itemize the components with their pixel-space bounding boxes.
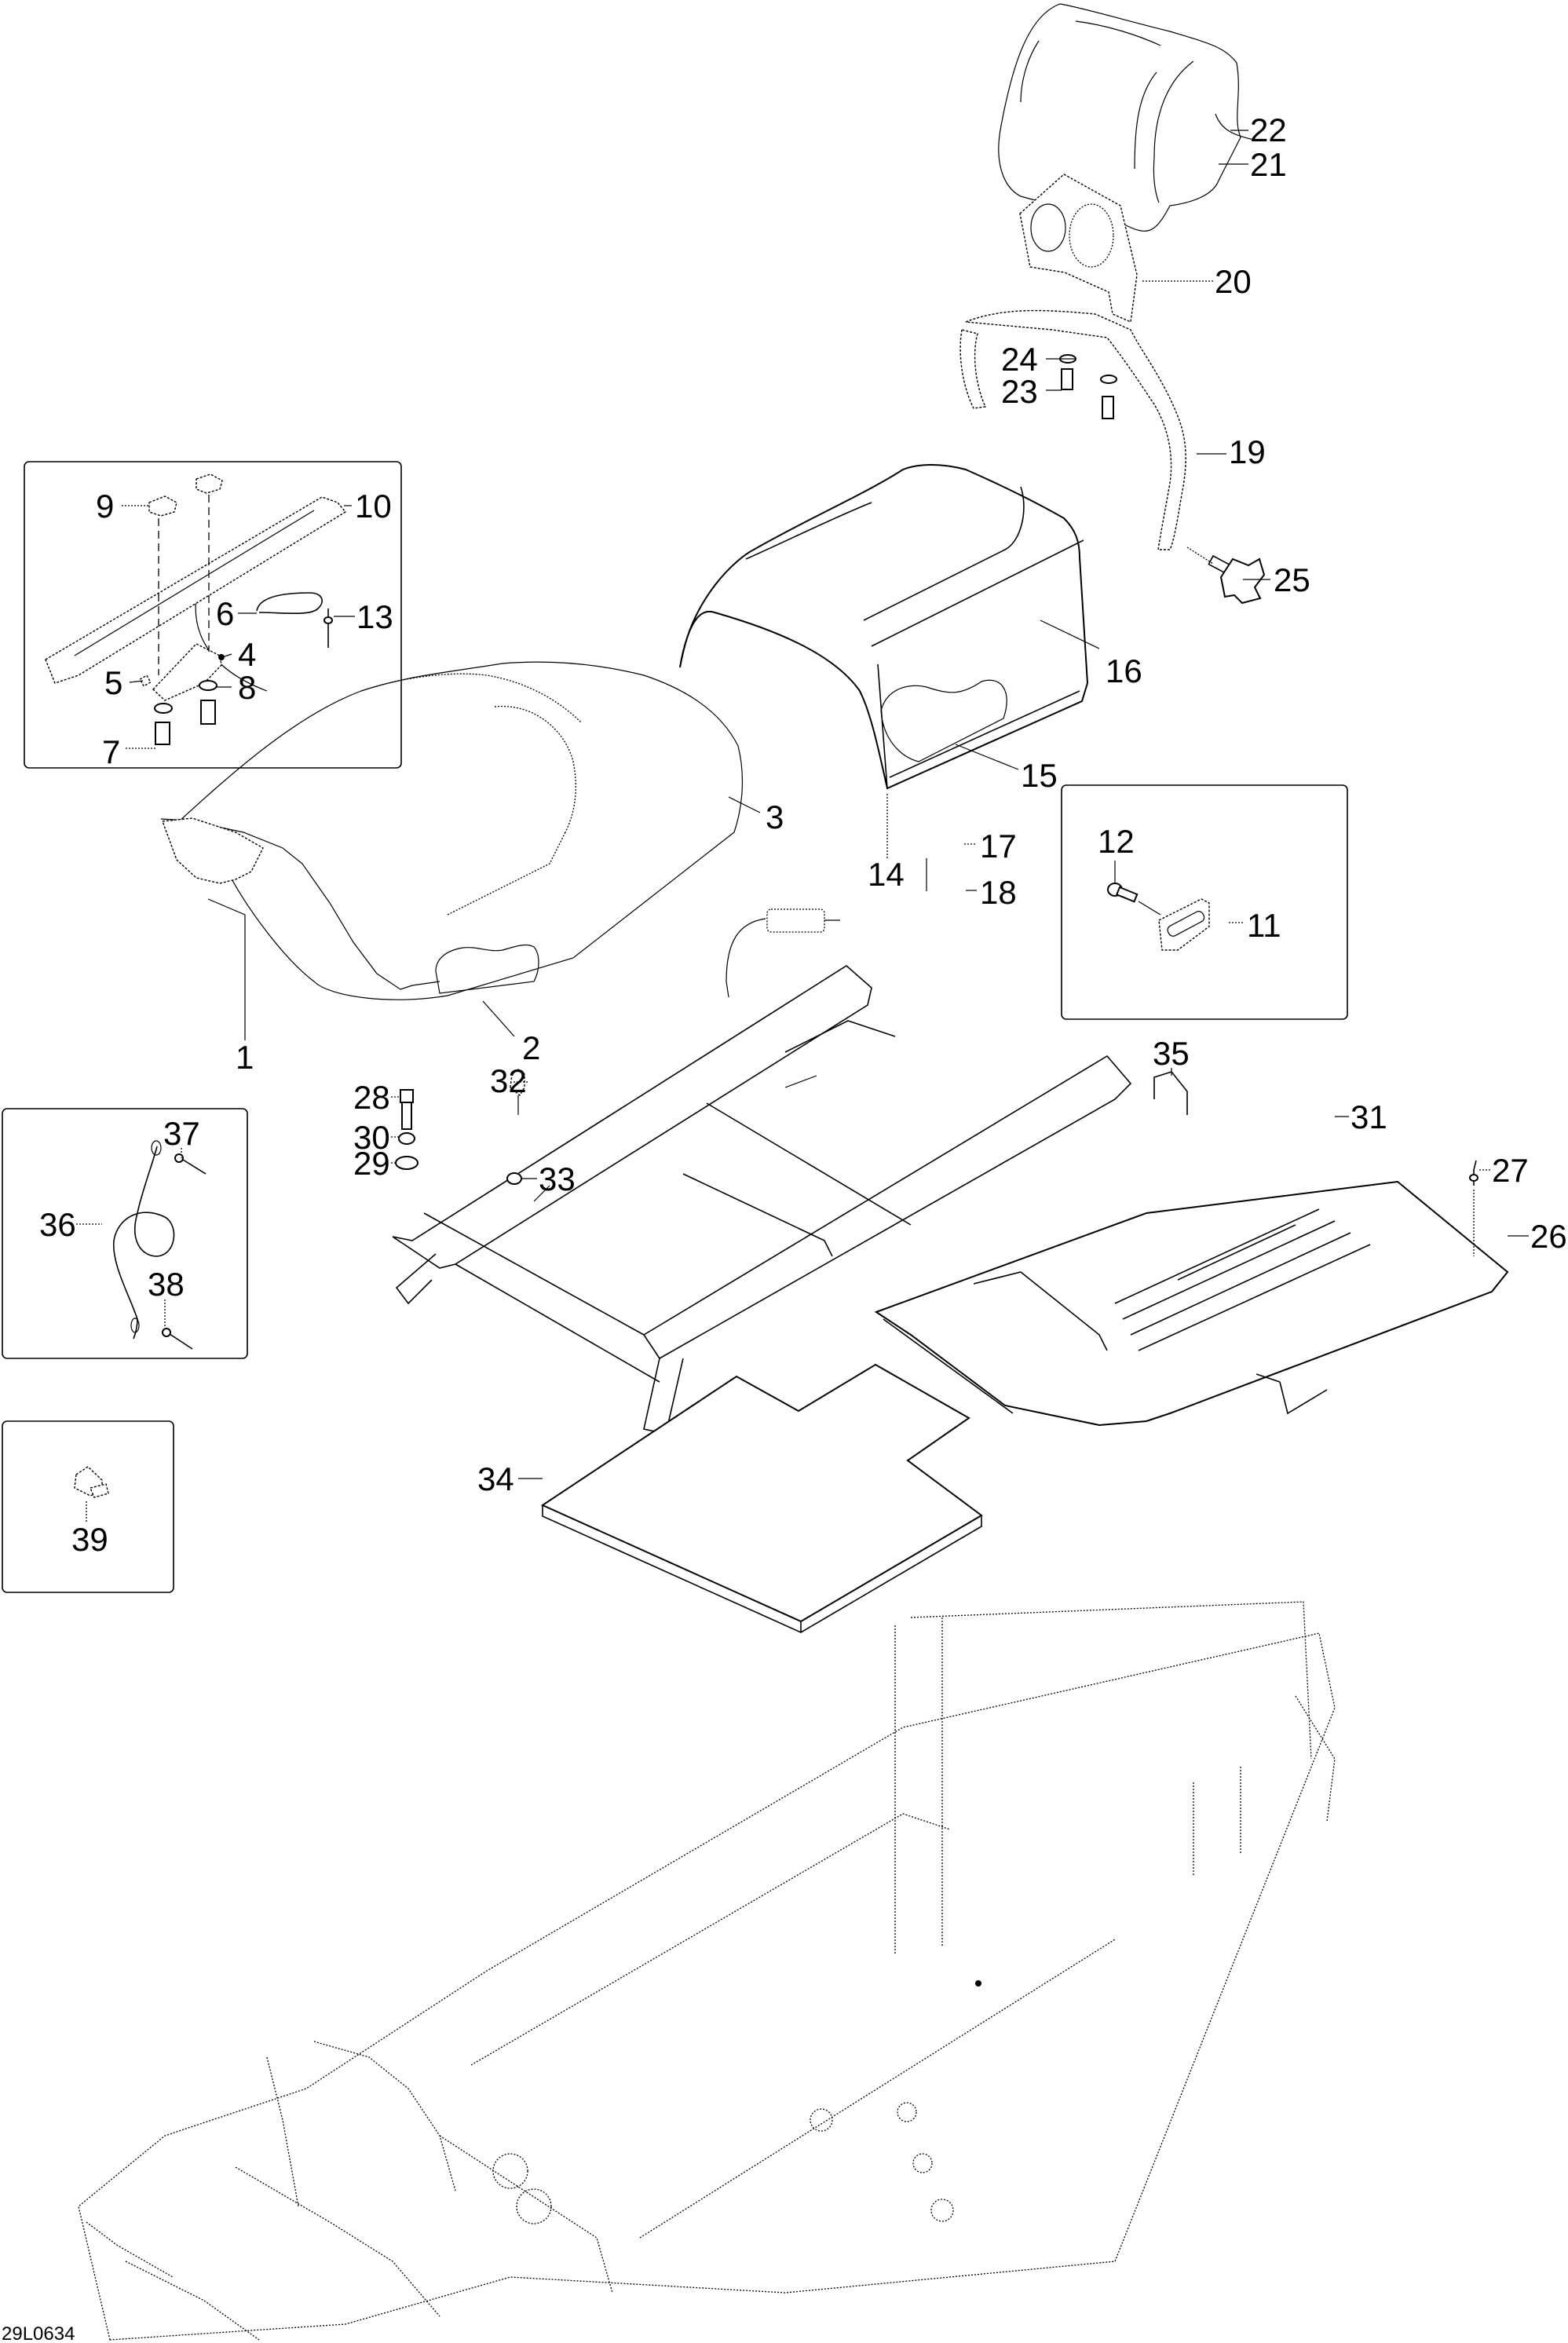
callout-34: 34	[477, 1460, 514, 1497]
knob[interactable]	[1186, 546, 1266, 605]
detail-box-hinge	[1061, 784, 1348, 1020]
callout-11: 11	[1247, 907, 1281, 944]
bolt[interactable]	[400, 1089, 414, 1130]
headrest-cover[interactable]	[998, 3, 1255, 232]
leader-lines	[76, 130, 1529, 1523]
callout-7: 7	[102, 733, 120, 770]
hinge[interactable]	[1158, 898, 1210, 951]
detail-box-clip	[2, 1420, 174, 1593]
callout-18: 18	[980, 874, 1017, 911]
callout-28: 28	[353, 1079, 390, 1116]
tether-rivet-upper[interactable]	[174, 1153, 207, 1175]
latch-rivet[interactable]	[323, 609, 333, 648]
latch-plate[interactable]	[152, 643, 225, 701]
latch-screw[interactable]	[155, 700, 216, 745]
seat-front-cover[interactable]	[162, 817, 264, 884]
lock-washer[interactable]	[398, 1132, 415, 1145]
detail-box-tether	[2, 1108, 248, 1359]
hinge-screw[interactable]	[1107, 883, 1161, 916]
latch-pin[interactable]	[139, 674, 152, 687]
latch-bracket[interactable]	[1153, 1071, 1188, 1115]
nut[interactable]	[506, 1172, 522, 1185]
callout-36: 36	[39, 1206, 76, 1243]
callout-35: 35	[1153, 1035, 1190, 1072]
callout-25: 25	[1274, 561, 1310, 598]
callout-27: 27	[1492, 1152, 1529, 1189]
detail-box-seat-latch	[24, 461, 402, 769]
callout-9: 9	[96, 488, 114, 525]
callout-12: 12	[1098, 823, 1135, 860]
rivet[interactable]	[1469, 1160, 1478, 1256]
callout-labels: 22 21 20 24 23 19 25 16 15 3 14 17 18 12…	[39, 111, 1567, 1558]
foam-pad[interactable]	[540, 1363, 983, 1633]
tether-cable[interactable]	[112, 1140, 175, 1340]
callout-2: 2	[522, 1029, 540, 1066]
latch-nut[interactable]	[148, 473, 223, 675]
screw[interactable]	[1061, 368, 1114, 419]
callout-31: 31	[1351, 1098, 1387, 1135]
callout-13: 13	[356, 598, 393, 635]
callout-16: 16	[1106, 652, 1142, 689]
callout-30: 30	[353, 1119, 390, 1156]
callout-39: 39	[71, 1521, 108, 1558]
callout-33: 33	[539, 1161, 576, 1197]
callout-32: 32	[490, 1062, 527, 1099]
cargo-tray[interactable]	[874, 1180, 1509, 1427]
chassis-frame	[78, 1601, 1336, 2341]
callout-19: 19	[1229, 433, 1266, 470]
callout-5: 5	[104, 664, 122, 701]
clip[interactable]	[74, 1466, 109, 1498]
callout-4: 4	[238, 636, 256, 673]
washer[interactable]	[1059, 354, 1117, 384]
drawing-reference: 29L0634	[2, 2323, 75, 2343]
callout-8: 8	[238, 669, 256, 706]
callout-15: 15	[1021, 757, 1058, 794]
callout-10: 10	[355, 488, 392, 525]
callout-24: 24	[1001, 341, 1038, 378]
latch-washer[interactable]	[154, 680, 217, 714]
callout-29: 29	[353, 1145, 390, 1182]
callout-3: 3	[766, 799, 784, 835]
callout-37: 37	[163, 1115, 200, 1152]
latch-rail[interactable]	[45, 496, 347, 684]
callout-20: 20	[1215, 263, 1252, 300]
callout-6: 6	[216, 595, 234, 632]
tether-rivet-lower[interactable]	[162, 1328, 193, 1350]
callout-14: 14	[868, 856, 905, 893]
callout-17: 17	[980, 828, 1017, 864]
callout-26: 26	[1530, 1218, 1567, 1255]
seat-base-frame[interactable]	[392, 965, 1132, 1435]
flat-washer[interactable]	[395, 1156, 418, 1170]
seat-latch-cable-loop[interactable]	[256, 592, 323, 615]
callout-38: 38	[148, 1266, 185, 1303]
backrest[interactable]	[679, 464, 1089, 790]
callout-1: 1	[236, 1039, 254, 1076]
blank-tag-callout	[726, 908, 840, 998]
backrest-support-tube[interactable]	[959, 309, 1186, 550]
headrest-bracket[interactable]	[1019, 174, 1138, 323]
seat-install-arrow	[195, 596, 268, 692]
callout-23: 23	[1001, 373, 1038, 410]
callout-21: 21	[1250, 146, 1287, 183]
callout-22: 22	[1250, 111, 1287, 148]
